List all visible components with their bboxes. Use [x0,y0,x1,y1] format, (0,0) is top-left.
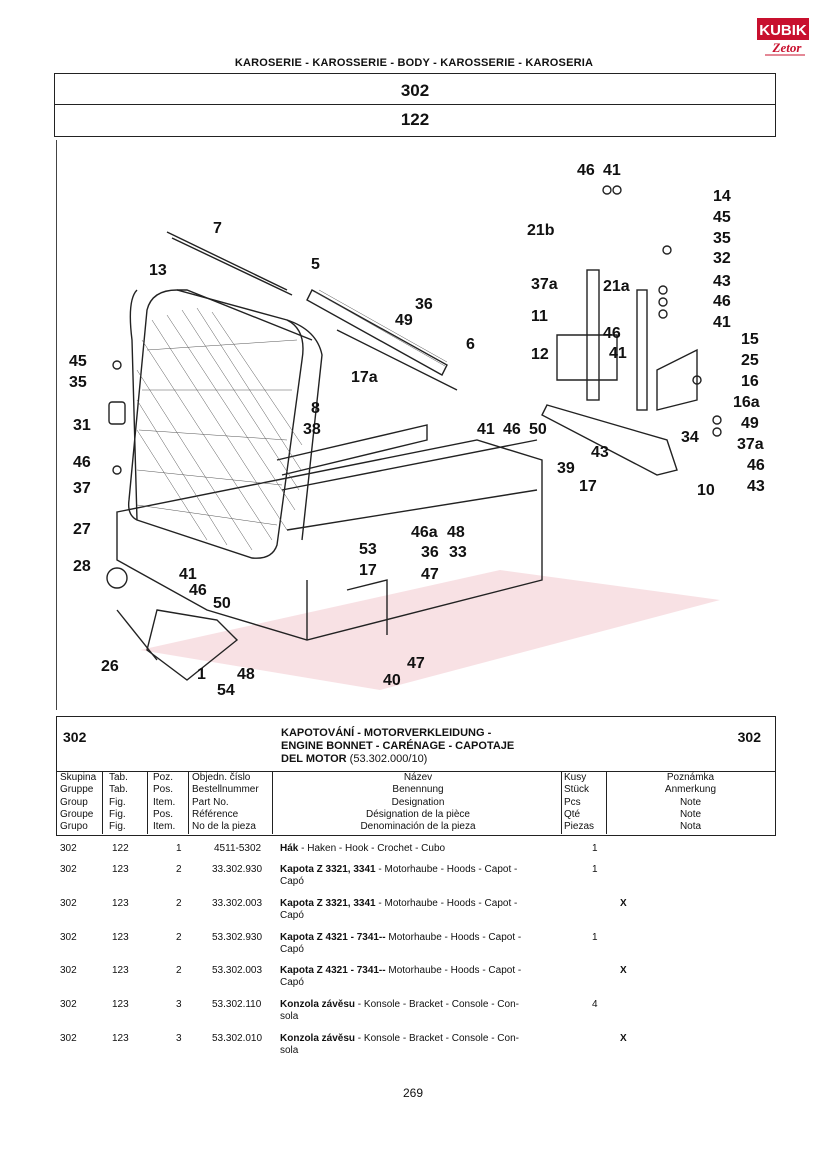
callout-16: 16 [741,373,759,390]
svg-text:Zetor: Zetor [772,40,803,55]
callout-34: 34 [681,429,699,446]
callout-36: 36 [415,296,433,313]
callout-27: 27 [73,521,91,538]
callout-6: 6 [466,336,475,353]
page-number: 269 [402,1086,424,1100]
exploded-parts-diagram: 46 41 14 45 35 32 21b 7 5 37a 21a 43 46 … [56,140,775,710]
callout-41b: 41 [713,314,731,331]
callout-17b: 17 [359,562,377,579]
callout-35b: 35 [69,374,87,391]
table-title-row: 302 KAPOTOVÁNÍ - MOTORVERKLEIDUNG - ENGI… [57,717,775,772]
callout-15: 15 [741,331,759,348]
callout-13: 13 [149,262,167,279]
callout-25: 25 [741,352,759,369]
callout-41: 41 [603,162,621,179]
callout-47b: 47 [407,655,425,672]
callout-28: 28 [73,558,91,575]
callout-36b: 36 [421,544,439,561]
callout-46d: 46 [503,421,521,438]
group-number: 302 [55,74,775,105]
callout-53: 53 [359,541,377,558]
callout-46b: 46 [713,293,731,310]
callout-1: 1 [197,666,206,683]
callout-12: 12 [531,346,549,363]
callout-16a: 16a [733,394,760,411]
svg-text:KUBIK: KUBIK [759,22,807,39]
page-header-title: KAROSERIE - KAROSSERIE - BODY - KAROSSER… [234,57,594,69]
callout-37a: 37a [531,276,558,293]
callout-46e: 46 [73,454,91,471]
callout-46f: 46 [747,457,765,474]
callout-21b: 21b [527,222,555,239]
callout-32: 32 [713,250,731,267]
table-group-right: 302 [737,729,761,745]
callout-35: 35 [713,230,731,247]
callout-21a: 21a [603,278,630,295]
table-title: KAPOTOVÁNÍ - MOTORVERKLEIDUNG - ENGINE B… [281,727,514,766]
callout-41d: 41 [477,421,495,438]
callout-50b: 50 [213,595,231,612]
callout-31: 31 [73,417,91,434]
callout-43b: 43 [591,444,609,461]
callout-39: 39 [557,460,575,477]
callout-17: 17 [579,478,597,495]
callout-37: 37 [73,480,91,497]
zetor-watermark [80,450,780,750]
callout-7: 7 [213,220,222,237]
callout-45: 45 [713,209,731,226]
callout-41e: 41 [179,566,197,583]
callout-5: 5 [311,256,320,273]
brand-logo: KUBIK Zetor [757,16,809,58]
callout-41c: 41 [609,345,627,362]
callout-49b: 49 [741,415,759,432]
callout-10: 10 [697,482,715,499]
col-header-pos: Poz.Pos.Item.Pos.Item. [153,772,189,834]
callout-48b: 48 [237,666,255,683]
callout-11: 11 [531,308,548,325]
table-title-ref: (53.302.000/10) [349,753,428,765]
diagram-drawing [106,185,722,681]
table-title-line-2: ENGINE BONNET - CARÉNAGE - CAPOTAJE [281,740,515,752]
parts-table-header: 302 KAPOTOVÁNÍ - MOTORVERKLEIDUNG - ENGI… [56,716,776,836]
callout-8: 8 [311,400,320,417]
callout-17a: 17a [351,369,378,386]
callout-54: 54 [217,682,235,699]
table-title-line-1: KAPOTOVÁNÍ - MOTORVERKLEIDUNG - [281,727,492,739]
callout-14: 14 [713,188,731,205]
callout-45b: 45 [69,353,87,370]
callout-46g: 46 [189,582,207,599]
col-header-tab: Tab.Tab.Fig.Fig.Fig. [109,772,148,834]
callout-46a: 46a [411,524,438,541]
callout-46: 46 [577,162,595,179]
callout-40: 40 [383,672,401,689]
table-number: 122 [400,110,430,129]
callout-46c: 46 [603,325,621,342]
callout-26: 26 [101,658,119,675]
callout-33: 33 [449,544,467,561]
callout-48: 48 [447,524,465,541]
callout-38: 38 [303,421,321,438]
callout-43c: 43 [747,478,765,495]
callout-50: 50 [529,421,547,438]
callout-43: 43 [713,273,731,290]
group-box: 302 122 [54,73,776,137]
callout-37a-b: 37a [737,436,764,453]
table-group-left: 302 [63,729,87,745]
table-title-line-3: DEL MOTOR [281,753,347,765]
callout-49: 49 [395,312,413,329]
callout-47: 47 [421,566,439,583]
